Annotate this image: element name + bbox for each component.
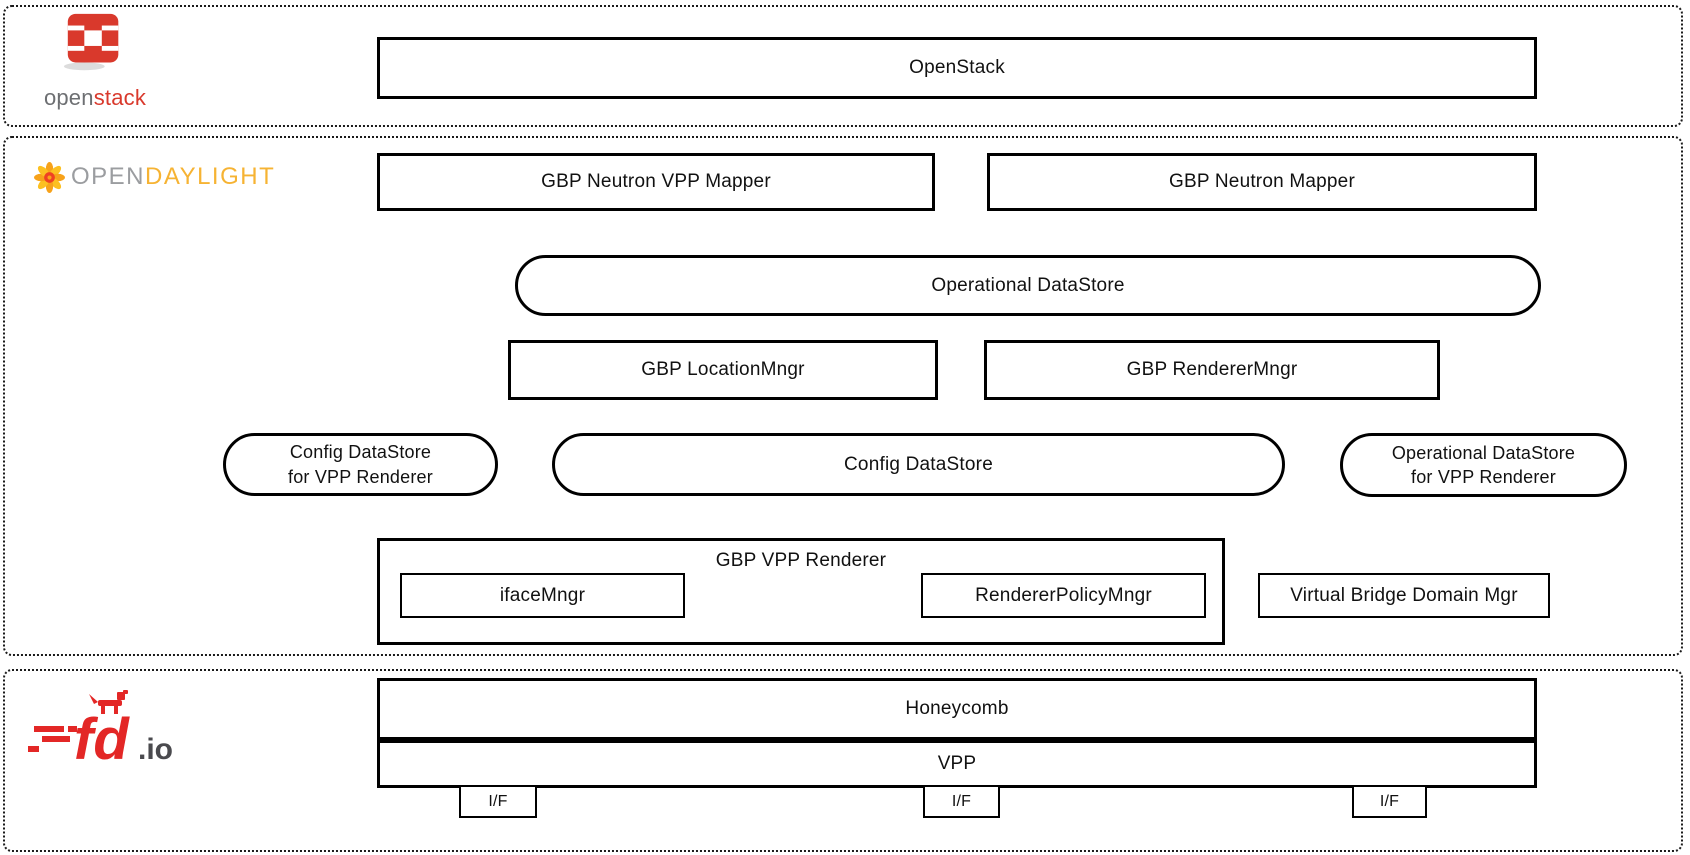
config-ds-vpp-line2: for VPP Renderer [288,466,433,487]
fdio-logo: fd .io [26,686,206,772]
gbp-location-mngr-label: GBP LocationMngr [641,359,805,380]
box-openstack-label: OpenStack [909,57,1005,78]
odl-word-daylight: DAYLIGHT [145,163,276,190]
box-if-2: I/F [923,785,1000,818]
openstack-cube-icon [63,13,119,71]
oper-ds-vpp-line1: Operational DataStore [1391,442,1576,463]
vpp-label: VPP [937,753,977,774]
box-vpp: VPP [377,740,1537,788]
pill-operational-datastore: Operational DataStore [515,255,1541,316]
if-3-label: I/F [1379,792,1400,810]
box-virtual-bridge-domain-mgr: Virtual Bridge Domain Mgr [1258,573,1550,618]
gbp-neutron-mapper-label: GBP Neutron Mapper [1169,171,1355,192]
renderer-policy-mngr-label: RendererPolicyMngr [975,584,1152,606]
pill-config-datastore: Config DataStore [552,433,1285,496]
box-gbp-neutron-mapper: GBP Neutron Mapper [987,153,1537,211]
opendaylight-flower-icon [34,161,65,193]
pill-operational-datastore-vpp-renderer: Operational DataStore for VPP Renderer [1340,433,1627,497]
gbp-neutron-vpp-mapper-label: GBP Neutron VPP Mapper [541,171,771,192]
fdio-word-io: .io [138,733,173,766]
box-openstack: OpenStack [377,37,1537,99]
iface-mngr-label: ifaceMngr [499,584,586,606]
box-iface-mngr: ifaceMngr [400,573,685,618]
box-honeycomb: Honeycomb [377,678,1537,740]
gbp-renderer-mngr-label: GBP RendererMngr [1126,359,1298,380]
fdio-dog-icon [89,690,128,714]
openstack-logo: openstack [30,10,160,122]
fdio-speed-lines-icon [28,726,77,752]
openstack-word-stack: stack [93,85,147,110]
odl-word-open: OPEN [71,163,146,190]
honeycomb-label: Honeycomb [905,698,1009,719]
if-1-label: I/F [488,792,508,810]
openstack-word-open: open [43,85,94,110]
config-datastore-label: Config DataStore [844,453,993,475]
box-renderer-policy-mngr: RendererPolicyMngr [921,573,1206,618]
oper-ds-vpp-line2: for VPP Renderer [1411,467,1556,487]
config-ds-vpp-line1: Config DataStore [289,442,432,463]
box-if-3: I/F [1352,785,1427,818]
fdio-logo-graphic: fd .io [28,690,173,772]
opendaylight-wordmark: OPENDAYLIGHT [71,163,275,191]
box-if-1: I/F [459,785,537,818]
openstack-wordmark: openstack [30,85,160,111]
operational-datastore-label: Operational DataStore [931,274,1125,296]
pill-config-datastore-vpp-renderer: Config DataStore for VPP Renderer [223,433,498,496]
box-gbp-renderer-mngr: GBP RendererMngr [984,340,1440,400]
opendaylight-logo: OPENDAYLIGHT [33,160,275,194]
box-gbp-neutron-vpp-mapper: GBP Neutron VPP Mapper [377,153,935,211]
fdio-word-fd: fd [74,707,130,770]
virtual-bridge-domain-mgr-label: Virtual Bridge Domain Mgr [1290,584,1518,606]
box-gbp-location-mngr: GBP LocationMngr [508,340,938,400]
if-2-label: I/F [951,792,972,810]
gbp-vpp-renderer-label: GBP VPP Renderer [715,550,887,571]
